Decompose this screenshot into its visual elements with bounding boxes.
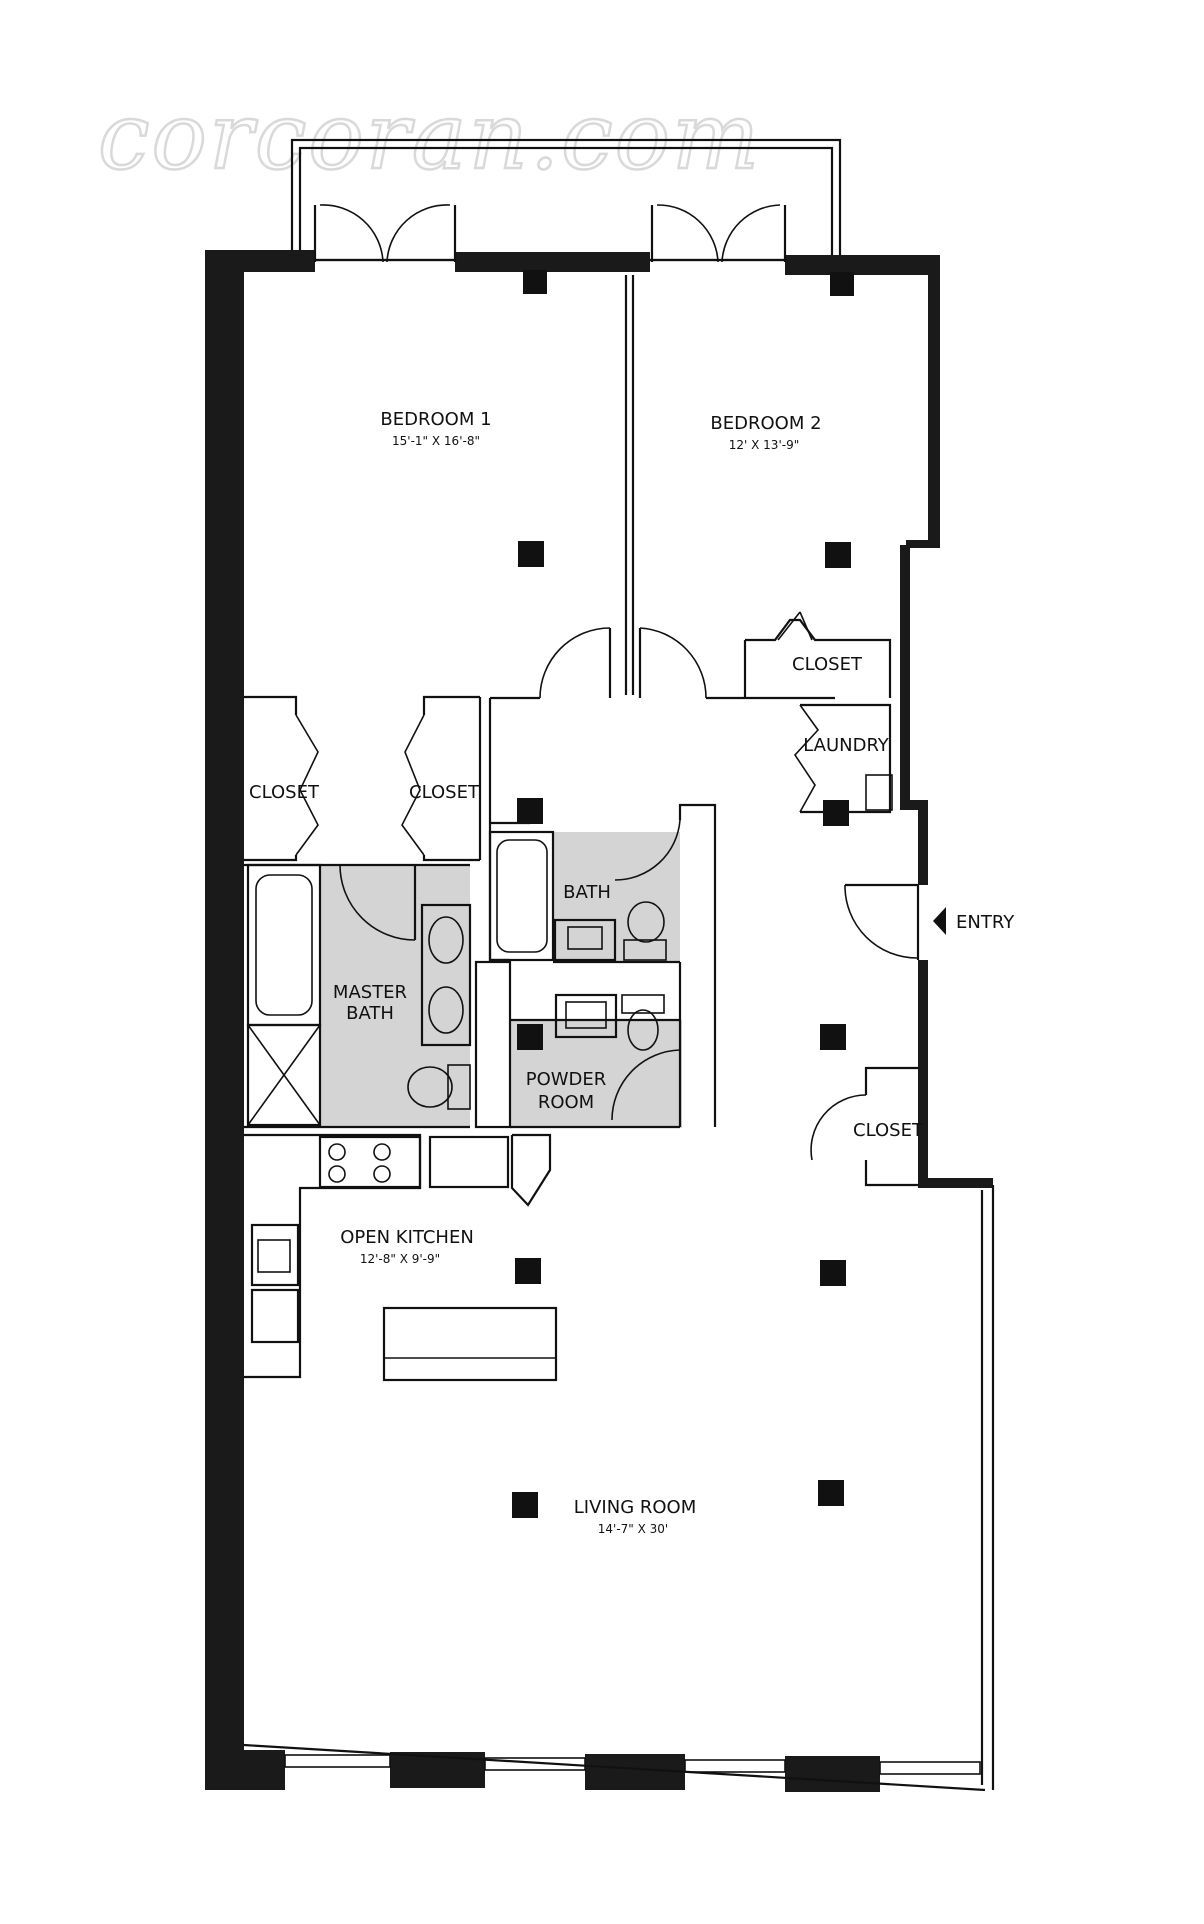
exterior-walls: [205, 250, 995, 1792]
bedroom1-label: BEDROOM 1: [380, 409, 491, 430]
balcony-door-left: [313, 204, 457, 263]
laundry-label: LAUNDRY: [803, 735, 890, 756]
bath-label: BATH: [563, 882, 611, 903]
open-kitchen-dims: 12'-8" X 9'-9": [360, 1252, 440, 1266]
linen-cabinet: [474, 960, 512, 1129]
master-bath-label-line2: BATH: [346, 1003, 394, 1024]
bedroom-doors: [490, 627, 835, 700]
entry-label: ENTRY: [956, 912, 1015, 933]
open-kitchen-label: OPEN KITCHEN: [340, 1227, 474, 1248]
columns: [512, 541, 851, 1518]
powder-room-fixtures: [510, 993, 681, 1129]
closet-mid-label: CLOSET: [409, 782, 480, 803]
kitchen-counters: [244, 1133, 558, 1382]
bedroom-partition: [624, 275, 635, 695]
entry-door: [844, 883, 920, 960]
laundry-room: [793, 703, 893, 814]
closet-left-label: CLOSET: [249, 782, 320, 803]
entry-arrow-icon: [933, 907, 946, 935]
watermark-logo: corcoran.com: [98, 83, 761, 190]
bottom-windows: [284, 1754, 981, 1775]
closet-entry: [810, 1066, 918, 1187]
closets-left: [244, 695, 530, 862]
living-room-label: LIVING ROOM: [574, 1497, 696, 1518]
bedroom2-dims: 12' X 13'-9": [729, 438, 799, 452]
bedroom1-dims: 15'-1" X 16'-8": [392, 434, 480, 448]
bedroom2-label: BEDROOM 2: [710, 413, 821, 434]
living-room-dims: 14'-7" X 30': [598, 1522, 668, 1536]
closet-entry-label: CLOSET: [853, 1120, 924, 1141]
powder-room-label-line1: POWDER: [526, 1069, 607, 1090]
balcony-door-right: [650, 204, 787, 263]
master-bath-shade: [320, 865, 470, 1127]
bath-fixtures: [488, 803, 717, 1127]
powder-room-label-line2: ROOM: [538, 1092, 594, 1113]
closet-bedroom2-label: CLOSET: [792, 654, 863, 675]
master-bath-label-line1: MASTER: [333, 982, 407, 1003]
master-bath-fixtures: [244, 863, 472, 1129]
closet-bedroom2: [743, 611, 892, 698]
